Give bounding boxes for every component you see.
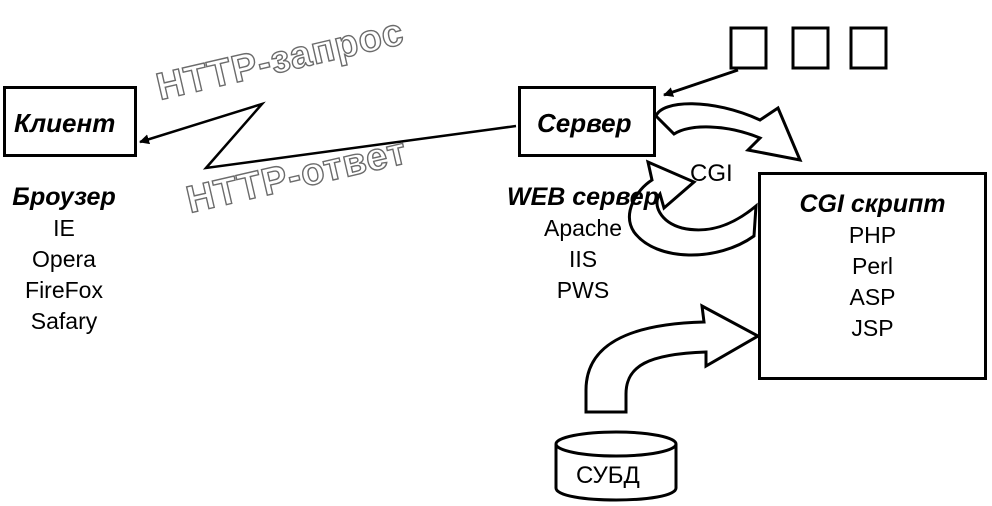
browser-list-title: Броузер bbox=[12, 183, 116, 211]
http-zigzag-connector bbox=[139, 101, 517, 170]
browser-item-opera: Opera bbox=[32, 246, 96, 272]
cgi-script-title: CGI скрипт bbox=[799, 190, 946, 218]
cgi-item-asp: ASP bbox=[849, 284, 896, 310]
db-cylinder bbox=[554, 430, 678, 502]
cgi-item-jsp: JSP bbox=[851, 315, 894, 341]
cgi-item-php: PHP bbox=[848, 222, 897, 248]
browser-list: Броузер IE Opera FireFox Safary bbox=[0, 182, 128, 337]
curved-arrow-cgi-to-server bbox=[628, 159, 758, 257]
cgi-label: CGI bbox=[690, 160, 733, 187]
web-server-item-pws: PWS bbox=[556, 277, 610, 303]
square-glyph-1 bbox=[729, 26, 768, 70]
browser-item-firefox: FireFox bbox=[25, 277, 103, 303]
curved-arrow-server-to-cgi bbox=[654, 102, 803, 163]
db-label: СУБД bbox=[576, 462, 640, 489]
web-server-item-apache: Apache bbox=[543, 215, 622, 241]
web-server-list-title: WEB сервер bbox=[506, 183, 659, 211]
curved-arrow-db-to-cgi bbox=[584, 303, 762, 414]
server-title: Сервер bbox=[537, 108, 632, 138]
arrow-glyphs-to-server bbox=[663, 68, 739, 97]
square-glyph-2 bbox=[791, 26, 830, 70]
http-response-label: HTTP-ответ bbox=[183, 130, 412, 222]
http-request-label: HTTP-запрос bbox=[153, 11, 408, 109]
web-server-list: WEB сервер Apache IIS PWS bbox=[500, 182, 666, 306]
server-box: Сервер bbox=[518, 86, 656, 157]
browser-item-safary: Safary bbox=[30, 308, 98, 334]
client-title: Клиент bbox=[14, 108, 116, 138]
web-server-item-iis: IIS bbox=[568, 246, 598, 272]
client-box: Клиент bbox=[3, 86, 137, 157]
square-glyph-3 bbox=[849, 26, 888, 70]
cgi-script-list: CGI скрипт PHP Perl ASP JSP bbox=[761, 189, 984, 344]
cgi-item-perl: Perl bbox=[852, 253, 893, 279]
browser-item-ie: IE bbox=[53, 215, 75, 241]
cgi-script-box: CGI скрипт PHP Perl ASP JSP bbox=[758, 172, 987, 380]
